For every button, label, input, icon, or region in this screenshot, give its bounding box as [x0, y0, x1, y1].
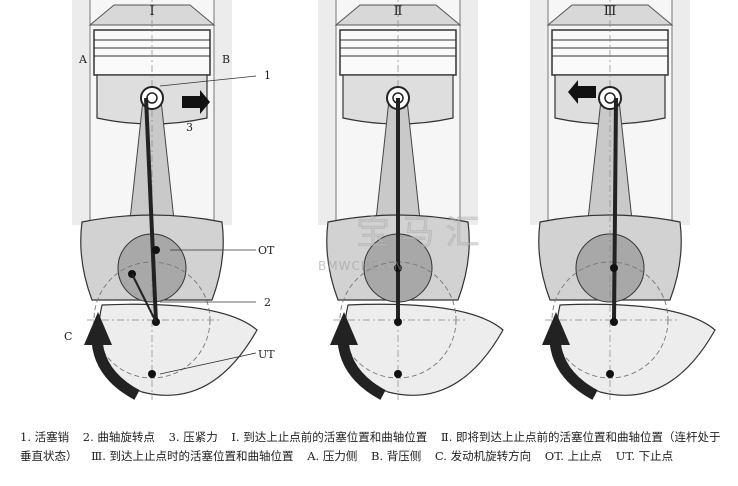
panel-1: Ⅰ — [72, 0, 257, 400]
panel-1-roman: Ⅰ — [149, 4, 154, 19]
legend-item: UT. 下止点 — [615, 449, 674, 463]
callout-b: B — [222, 53, 230, 66]
panel-3: Ⅲ — [530, 0, 715, 400]
callout-ot: OT — [258, 244, 275, 257]
callout-ut: UT — [258, 348, 275, 361]
force-arrow-left — [568, 80, 596, 104]
svg-text:宝 马 汇: 宝 马 汇 — [356, 213, 480, 253]
legend-item: 2. 曲轴旋转点 — [82, 430, 155, 444]
legend-item: Ⅰ. 到达上止点前的活塞位置和曲轴位置 — [231, 430, 428, 444]
panel-2: Ⅱ — [318, 0, 503, 400]
legend-item: Ⅱ. 即将到达上止点前的活塞位置和曲轴位置（连杆处于垂直状态） — [20, 430, 721, 463]
callout-1: 1 — [264, 69, 271, 82]
watermark: 宝 马 汇 BMWCHE.CN — [318, 213, 480, 273]
legend-item: 1. 活塞销 — [20, 430, 70, 444]
legend-item: 3. 压紧力 — [168, 430, 218, 444]
force-arrow-right — [182, 90, 210, 114]
figure-caption: 1. 活塞销 2. 曲轴旋转点 3. 压紧力 Ⅰ. 到达上止点前的活塞位置和曲轴… — [20, 428, 730, 466]
legend-item: OT. 上止点 — [544, 449, 603, 463]
callout-3: 3 — [186, 121, 193, 134]
callout-2: 2 — [264, 296, 271, 309]
watermark-text: BMWCHE.CN — [318, 259, 404, 273]
legend-item: A. 压力侧 — [307, 449, 358, 463]
piston-diagram: Ⅰ Ⅱ Ⅲ 1 3 OT 2 UT A B C 宝 马 汇 BMWCHE.CN — [64, 0, 738, 420]
callout-c: C — [64, 330, 72, 343]
legend-item: C. 发动机旋转方向 — [434, 449, 532, 463]
panel-3-roman: Ⅲ — [604, 4, 617, 19]
legend-item: Ⅲ. 到达上止点时的活塞位置和曲轴位置 — [91, 449, 294, 463]
legend-item: B. 背压侧 — [371, 449, 422, 463]
panel-2-roman: Ⅱ — [394, 4, 403, 19]
callout-a: A — [78, 53, 88, 66]
